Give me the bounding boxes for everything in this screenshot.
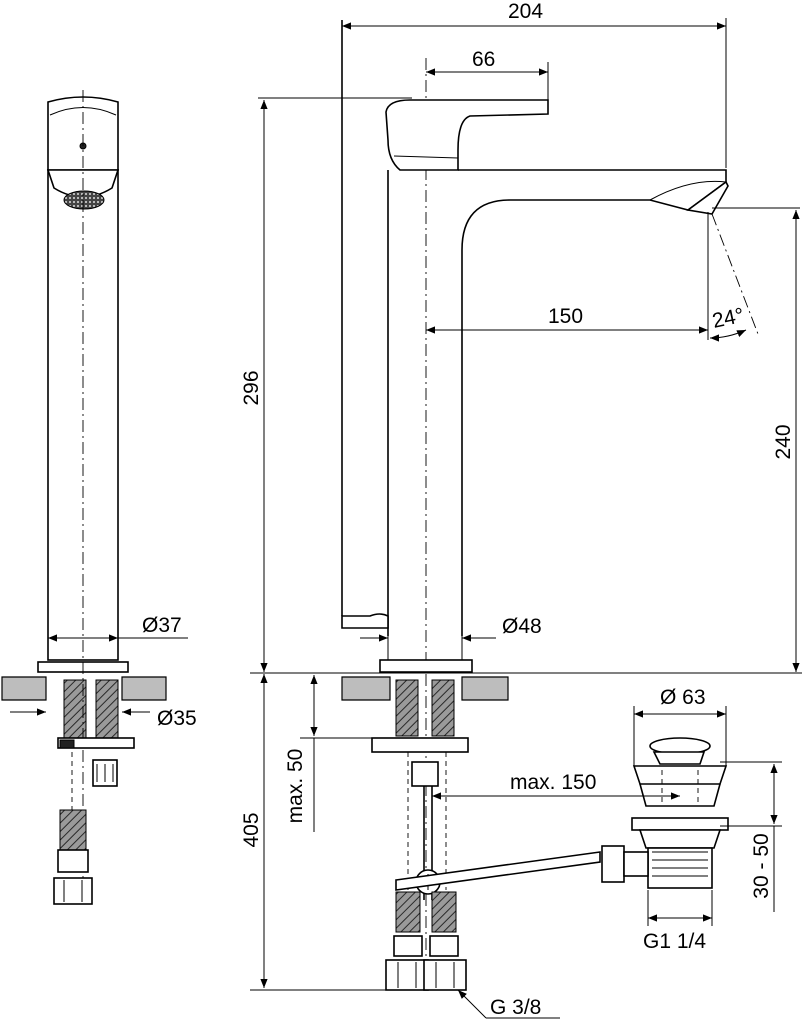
dim-body-diameter: Ø37	[142, 614, 182, 637]
front-view: Ø37 Ø35	[1, 90, 197, 905]
dim-hole-diameter: Ø35	[157, 707, 197, 730]
front-handle	[47, 96, 119, 171]
dimensions: 204 66 150 24° 296 240 Ø48 405	[240, 0, 802, 1019]
dim-base-diameter: Ø48	[502, 615, 542, 638]
side-handle	[385, 99, 549, 171]
dim-handle-offset: 66	[472, 48, 495, 71]
dim-overall-height: 296	[240, 370, 263, 405]
dim-max-deck: max. 50	[284, 749, 307, 824]
pop-up-waste	[601, 737, 729, 889]
dim-overall-width: 204	[508, 0, 543, 23]
pop-up-rod	[341, 613, 389, 629]
dim-spout-height: 240	[772, 424, 795, 459]
front-aerator	[63, 190, 105, 210]
front-deck	[1, 676, 47, 701]
dim-max-rod: max. 150	[510, 771, 596, 794]
dim-spout-reach: 150	[548, 305, 583, 328]
dim-waste-diameter: Ø 63	[660, 686, 706, 709]
dim-spout-angle: 24°	[710, 304, 746, 333]
dim-below-deck: 405	[240, 812, 263, 847]
side-body-spout	[387, 169, 727, 636]
dim-waste-adjust: 30 - 50	[750, 833, 773, 898]
side-view	[341, 20, 729, 991]
dim-waste-thread: G1 1/4	[643, 930, 706, 953]
dim-hose-thread: G 3/8	[490, 996, 541, 1019]
side-deck	[341, 676, 391, 701]
